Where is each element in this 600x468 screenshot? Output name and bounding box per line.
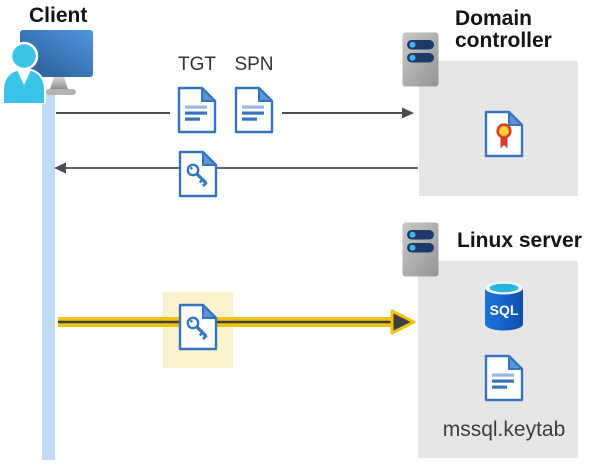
client-to-linux-arrow (58, 309, 416, 335)
sql-database-icon: SQL (485, 281, 523, 331)
linux-server-icon (402, 222, 439, 277)
domain-controller-server-icon (402, 32, 439, 87)
client-computer-icon (2, 30, 93, 104)
client-timeline (42, 90, 55, 460)
spn-document-icon (234, 86, 274, 134)
person-head (9, 41, 39, 71)
domain-controller-label: Domain controller (455, 7, 552, 52)
certificate-icon (484, 110, 524, 158)
tgt-document-icon (177, 86, 217, 134)
linux-server-label: Linux server (457, 229, 582, 252)
keytab-document-icon (484, 354, 524, 402)
highlighted-key-ticket-icon (178, 303, 218, 351)
sql-label: SQL (490, 302, 519, 318)
service-ticket-key-icon (178, 150, 218, 198)
dc-to-client-arrow (54, 162, 418, 174)
client-label: Client (29, 4, 88, 27)
tgt-label: TGT (178, 54, 216, 75)
keytab-label: mssql.keytab (442, 418, 566, 441)
spn-label: SPN (234, 54, 274, 75)
